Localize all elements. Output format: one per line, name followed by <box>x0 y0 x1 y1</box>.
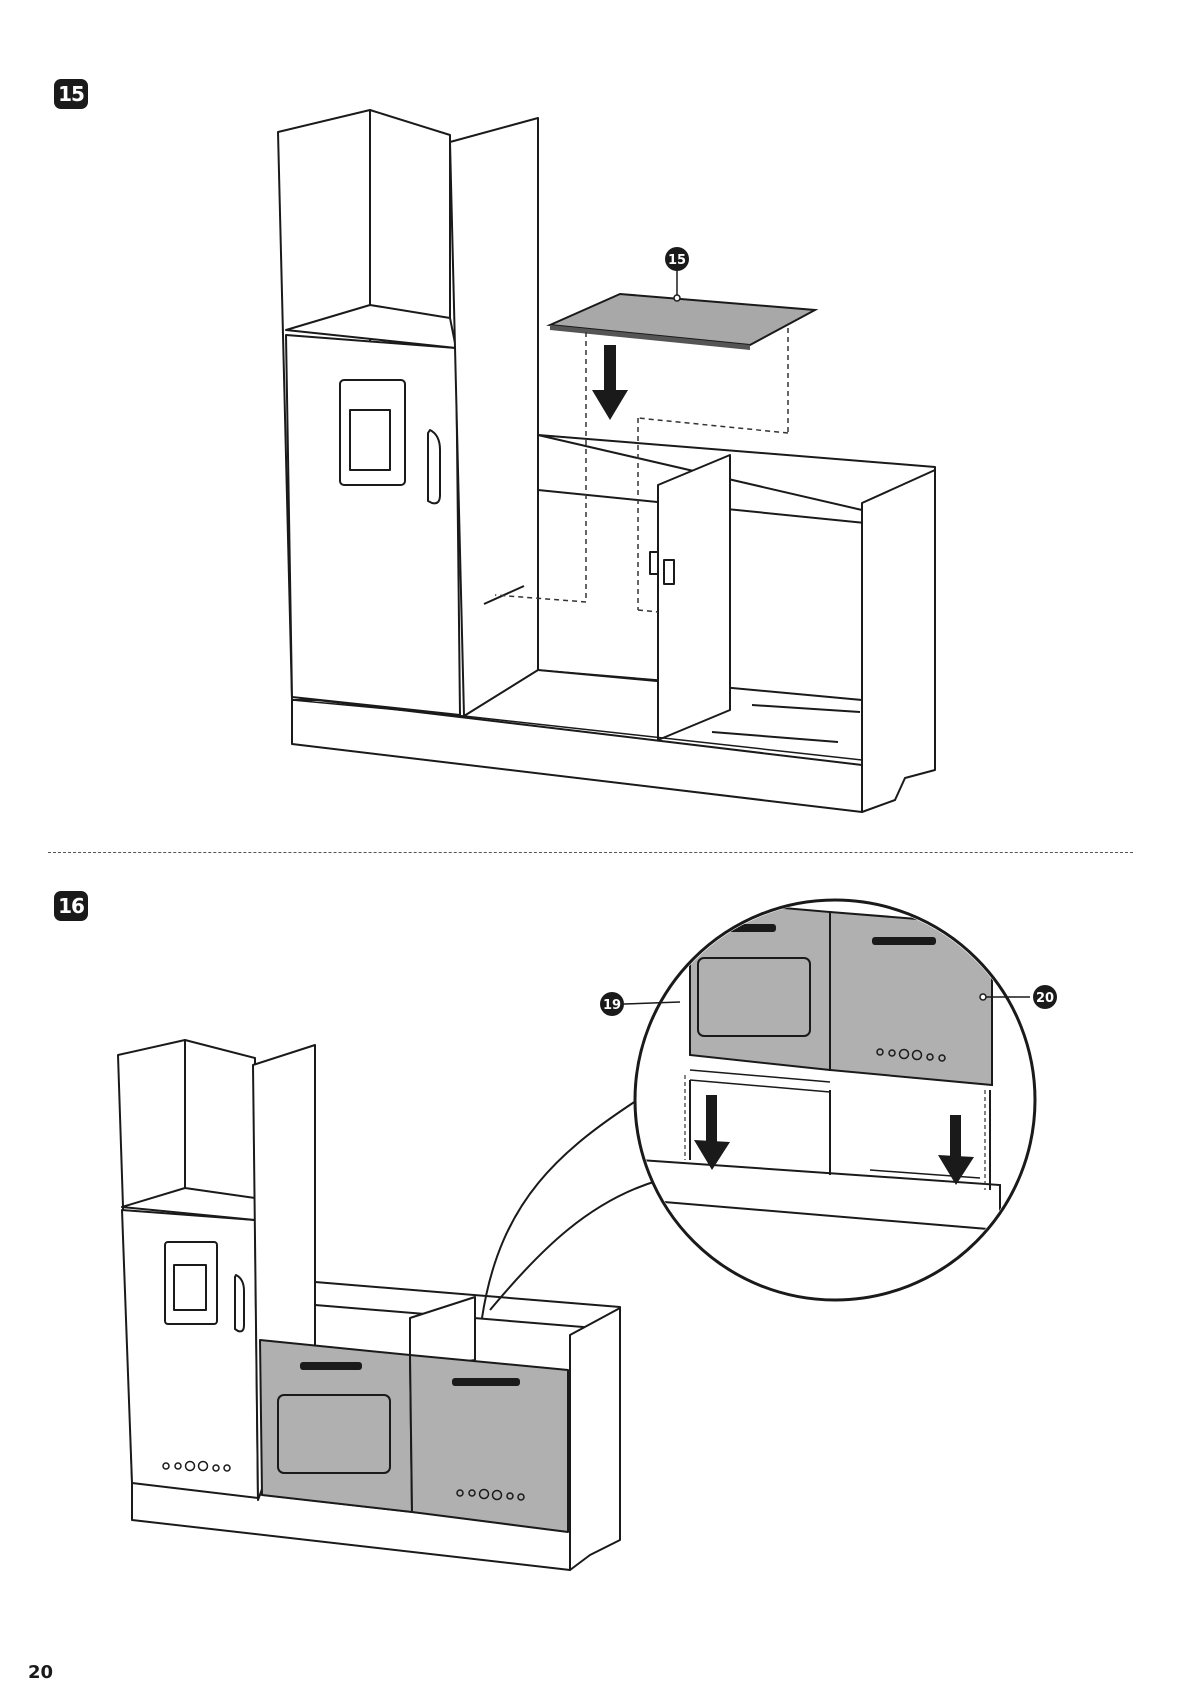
down-arrow <box>592 345 628 420</box>
page-number: 20 <box>28 1662 53 1683</box>
hinge-bracket <box>664 560 674 584</box>
center-divider-panel <box>450 118 538 716</box>
right-end-panel <box>862 470 935 812</box>
floor-rail <box>752 705 860 712</box>
part-callout-number: 15 <box>668 253 686 268</box>
oven-handle <box>452 1378 520 1386</box>
step-15-illustration: 15 <box>0 0 1192 840</box>
step-number-badge: 16 <box>54 891 88 921</box>
oven-door-part-20 <box>410 1355 568 1532</box>
down-arrow <box>694 1095 974 1185</box>
oven-window <box>278 1395 390 1473</box>
fridge-handle <box>235 1275 244 1331</box>
step-divider <box>48 852 1133 853</box>
part-callout-number: 20 <box>1036 991 1054 1006</box>
fridge-handle <box>428 430 440 503</box>
burner-knobs <box>163 1462 524 1501</box>
water-dispenser <box>165 1242 217 1324</box>
part-callout-19 <box>600 992 624 1016</box>
hinge-bracket <box>650 552 658 574</box>
floor-rail <box>712 732 838 742</box>
top-shelf-part-15 <box>550 294 815 345</box>
inner-partition <box>658 455 730 740</box>
base-plinth <box>292 697 862 812</box>
dispenser-recess <box>350 410 390 470</box>
part-callout-20 <box>1033 985 1057 1009</box>
fridge-door <box>122 1210 258 1498</box>
zoom-detail-circle <box>635 900 1035 1300</box>
oven-handle <box>300 1362 362 1370</box>
oven-door-part-19 <box>260 1340 412 1512</box>
part-callout-number: 19 <box>603 998 621 1013</box>
